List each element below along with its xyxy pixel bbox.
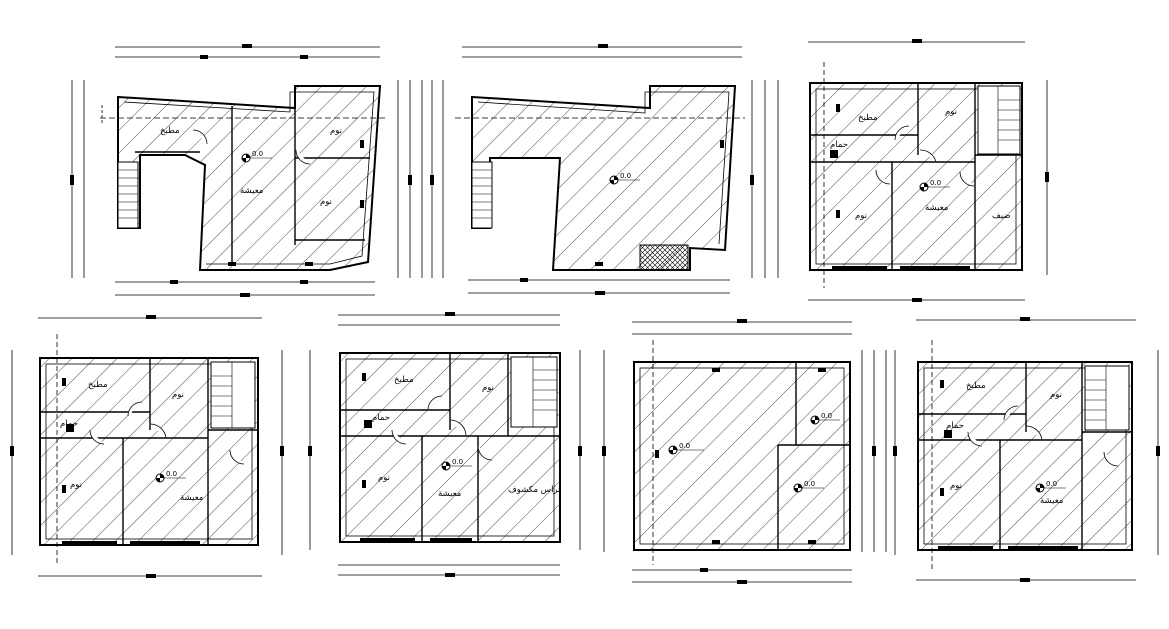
room-label-bath: حمام [946, 421, 964, 431]
room-label-kitchen: مطبخ [966, 381, 986, 391]
room-label-bedroom: نوم [1050, 390, 1062, 400]
level-label: 0.0 [679, 442, 690, 450]
room-label-living: معيشة [1040, 496, 1063, 506]
room-label-roof-terrace: تراس مكشوف [508, 485, 561, 495]
room-label-bath: حمام [830, 140, 848, 150]
plan-roof-b: 0.0 [430, 44, 779, 295]
room-label-bedroom: نوم [855, 211, 867, 221]
level-label: 0.0 [821, 412, 832, 420]
room-label-bedroom: نوم [330, 126, 342, 136]
plan-roof-f: 0.0 0.0 0.0 [602, 319, 887, 584]
room-label-living: معيشة [240, 186, 263, 196]
plan-floor-c: مطبخ نوم نوم معيشة ضيف حمام 0.0 [808, 39, 1049, 302]
level-label: 0.0 [1046, 480, 1057, 488]
room-label-kitchen: مطبخ [88, 380, 108, 390]
level-label: 0.0 [452, 458, 463, 466]
room-label-bedroom: نوم [70, 480, 82, 490]
room-label-kitchen: مطبخ [394, 375, 414, 385]
plan-ground-floor-a: مطبخ نوم نوم معيشة 0.0 [70, 44, 423, 297]
room-label-living: معيشة [180, 493, 203, 503]
plan-floor-d: مطبخ نوم نوم معيشة حمام 0.0 [10, 315, 284, 578]
room-label-bedroom: نوم [945, 107, 957, 117]
level-label: 0.0 [930, 179, 941, 187]
room-label-kitchen: مطبخ [858, 113, 878, 123]
room-label-bedroom: نوم [320, 197, 332, 207]
room-label-bedroom: نوم [482, 383, 494, 393]
room-label-kitchen: مطبخ [160, 126, 180, 136]
shaft-area [639, 244, 689, 271]
room-label-living: معيشة [925, 203, 948, 213]
room-label-living: معيشة [438, 489, 461, 499]
level-label: 0.0 [166, 470, 177, 478]
plan-floor-e: مطبخ نوم نوم معيشة تراس مكشوف حمام 0.0 [308, 312, 582, 577]
room-label-guest: ضيف [992, 211, 1011, 221]
room-label-bath: حمام [372, 413, 390, 423]
room-label-bath: حمام [60, 419, 78, 429]
room-label-bedroom: نوم [950, 481, 962, 491]
room-label-bedroom: نوم [172, 390, 184, 400]
plan-floor-g: مطبخ نوم نوم معيشة حمام 0.0 [893, 317, 1160, 582]
level-label: 0.0 [804, 480, 815, 488]
room-label-bedroom: نوم [378, 473, 390, 483]
level-label: 0.0 [252, 150, 263, 158]
level-label: 0.0 [620, 172, 631, 180]
